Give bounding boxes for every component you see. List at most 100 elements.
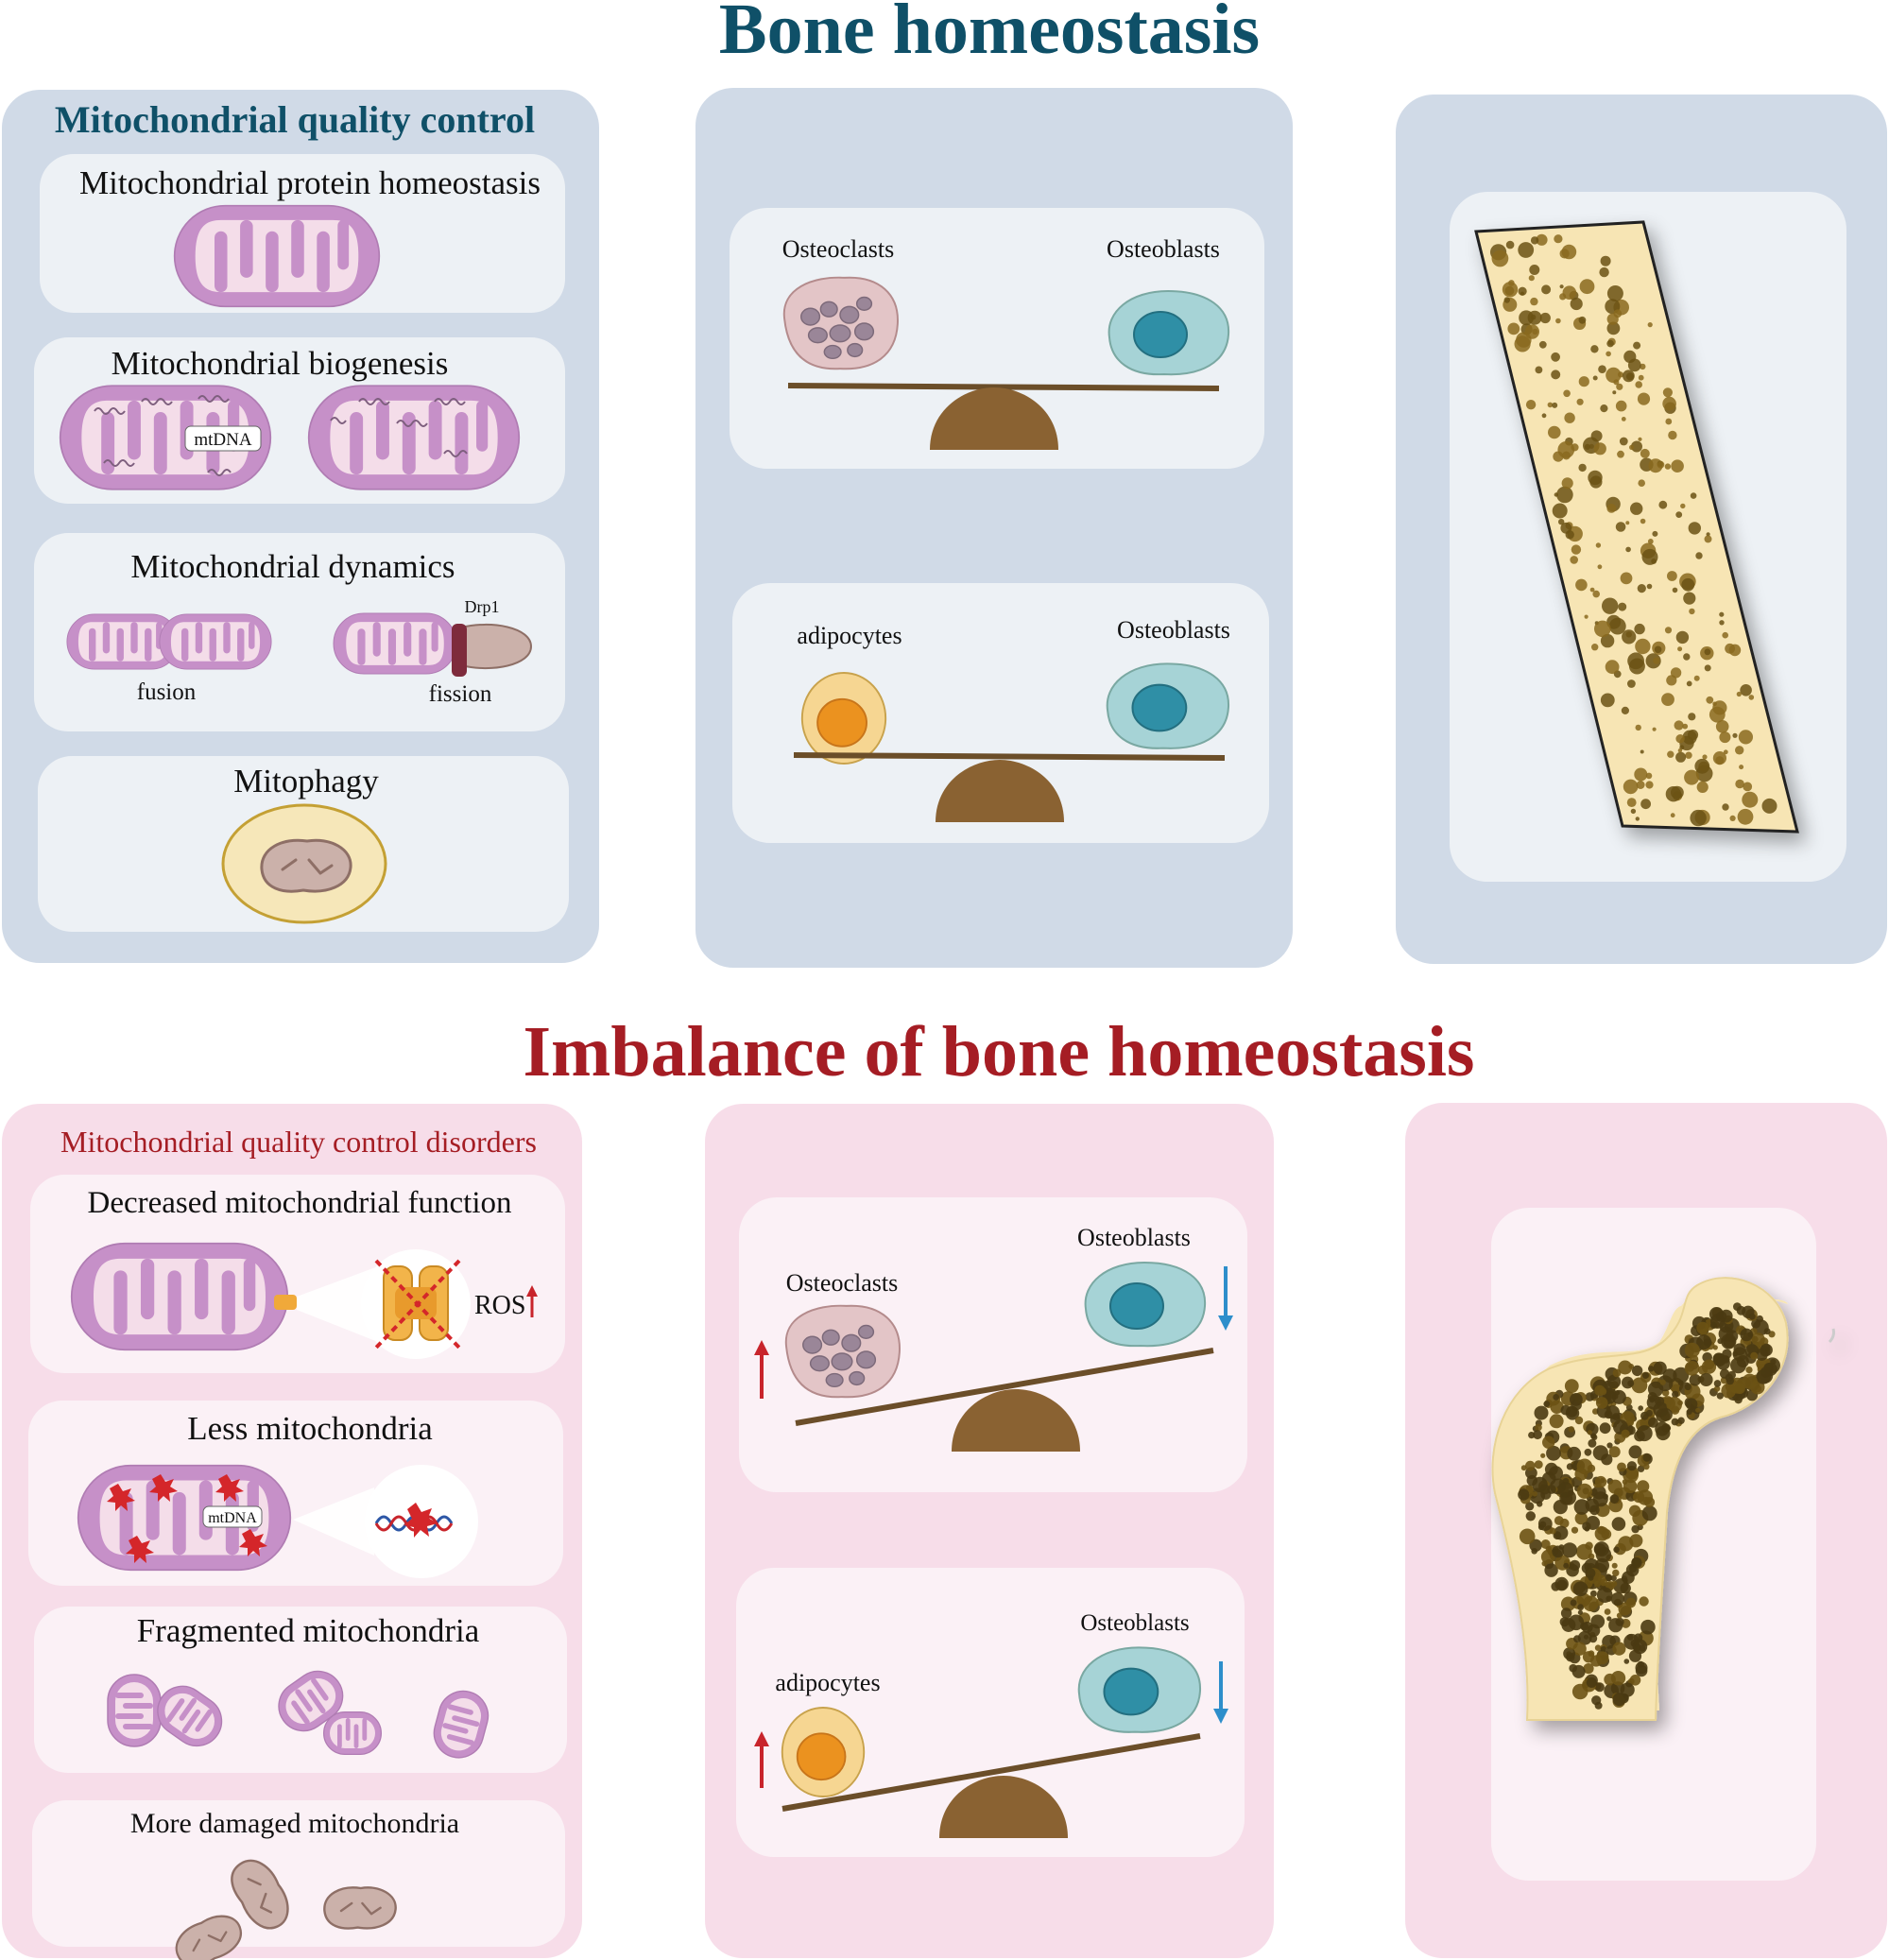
bone-pore [1590,430,1603,442]
bone-pore [1622,629,1637,645]
osteoblasts-label: Osteoblasts [1077,1224,1191,1251]
bone-pore [1622,1571,1635,1584]
mitophagy-label: Mitophagy [233,763,379,799]
bone-pore [1589,1590,1597,1597]
imbalance-card-adipocyte-osteoblast [736,1568,1245,1857]
bone-pore [1587,1464,1596,1473]
bone-pore [1526,1474,1538,1487]
bone-pore [1602,597,1619,614]
bone-pore [1695,552,1703,559]
bone-pore [1562,285,1577,301]
bone-porosity-marks [1518,1302,1780,1710]
bone-pore [1611,1389,1626,1404]
bone-pore [1560,1608,1572,1619]
bone-pore [1657,460,1665,469]
bone-pore [1606,321,1621,335]
bone-pore [1672,587,1678,593]
drp1-ring-icon [452,624,467,677]
bone-pore [1606,1442,1613,1449]
bone-pore [1739,765,1744,770]
bone-pore [1664,627,1673,634]
bone-pore [1537,1501,1543,1507]
bone-pore [1666,675,1677,686]
bone-pore [1716,1356,1730,1370]
bone-pore [1566,1463,1573,1470]
bone-pore [1535,1423,1542,1432]
damaged-mitochondrion-icon [260,838,352,893]
balance-beam [787,383,1220,391]
bone-pore [1609,1494,1620,1504]
adipocyte-icon [781,1707,866,1797]
bone-pore [1626,1461,1637,1471]
bone-pore [1645,772,1653,780]
bone-pore [1584,1448,1592,1456]
bone-pore [1629,444,1635,450]
bone-pore [1570,297,1583,311]
bone-pore [1593,1543,1606,1556]
bone-pore [1640,1619,1656,1635]
bone-pore [1568,1614,1585,1631]
bone-pore [1534,1460,1543,1470]
bone-pore [1594,1557,1609,1573]
bone-pore [1554,492,1559,497]
bone-pore [1716,1392,1724,1400]
bone-pore [1640,1411,1649,1420]
bone-pore [1738,730,1753,745]
bone-pore [1631,1365,1643,1377]
bone-pore [1505,240,1515,249]
bone-pore [1554,1516,1564,1525]
adipocytes-label: adipocytes [775,1669,880,1696]
bone-pore [1531,1548,1537,1555]
bone-pore [1536,233,1548,246]
bone-pore [1641,548,1658,565]
bone-pore [1590,1614,1606,1629]
bone-pore [1540,1453,1546,1458]
bone-pore [1618,602,1627,611]
dynamics-card [34,533,565,731]
bone-pore [1606,1574,1613,1582]
bone-pore [1684,1342,1700,1358]
bone-pore [1595,542,1602,548]
bone-pore [1637,1465,1645,1472]
bone-pore [1600,633,1615,648]
bone-pore [1592,590,1600,598]
bone-pore [1671,459,1684,473]
bone-pore [1715,720,1729,733]
bone-pore [1653,657,1660,664]
bone-pore [1541,1560,1548,1567]
bone-pore [1735,779,1744,789]
bone-pore [1742,1373,1758,1389]
bone-pore [1594,1526,1610,1541]
fusion-label: fusion [137,679,197,705]
bone-pore [1518,1488,1530,1501]
osteoblast-icon [1077,1646,1202,1733]
bone-pore [1589,475,1603,489]
osteoblasts-label: Osteoblasts [1117,616,1230,644]
zoom-callout [293,1487,374,1556]
bone-pore [1722,803,1729,811]
osteoblast-icon [1084,1262,1207,1348]
bone-pore [1623,350,1637,363]
bone-pore [1627,1677,1635,1685]
bone-pore [1491,249,1509,267]
adipocyte-increase-arrow-icon [754,1731,769,1788]
bone-pore [1634,767,1648,782]
bone-pore [1551,370,1561,380]
drp1-label: Drp1 [465,597,500,616]
bone-pore [1612,1413,1621,1421]
bone-pore [1590,345,1599,353]
bone-pore [1612,390,1617,395]
bone-pore [1748,695,1755,700]
bone-pore [1745,1367,1753,1374]
osteoclast-icon [784,1304,902,1399]
bone-pore [1636,1425,1653,1442]
bone-pore [1628,1364,1634,1369]
bone-pore [1598,365,1606,374]
tilted-balance-beam [781,1733,1201,1812]
bone-pore [1732,732,1738,738]
bone-pore [1637,1480,1650,1493]
bone-pore [1594,620,1611,638]
bone-pore [1588,1634,1598,1643]
bone-pore [1507,322,1520,335]
bone-pore [1585,1498,1600,1513]
